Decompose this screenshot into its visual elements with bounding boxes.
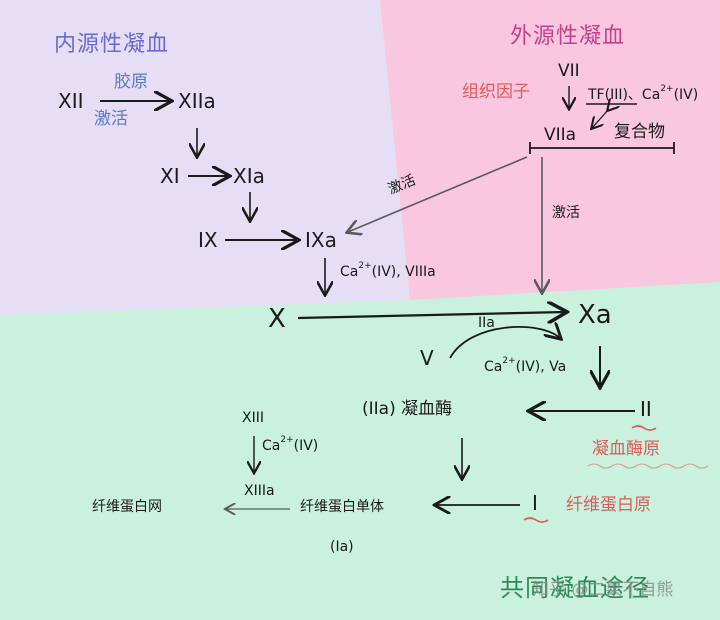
tf-calcium-label: TF(III)、Ca2+(IV) (588, 85, 699, 103)
factor-xi: XI (160, 164, 180, 188)
factor-xiia: XIIa (178, 89, 216, 113)
factor-xiiia: XIIIa (244, 483, 275, 499)
prothrombin-underline (587, 463, 709, 469)
ii-underline (631, 425, 657, 431)
activate-label-intrinsic: 激活 (94, 109, 128, 129)
cofactor-v-to-va: Ca2+(IV), Va (484, 357, 567, 375)
arrow-v-va-arc (449, 327, 560, 359)
calcium-superscript-v: 2+ (502, 356, 516, 366)
cofactor-ixa-to-x: Ca2+(IV), VIIIa (340, 262, 436, 280)
calcium-label: Ca (340, 264, 359, 280)
arrow-tf-complex (592, 110, 608, 128)
cofactor-tail-xiii: (IV) (293, 438, 319, 454)
extrinsic-pathway-region (380, 0, 720, 300)
extrinsic-pathway-title: 外源性凝血 (510, 24, 626, 49)
cofactor-tail-v: (IV), Va (515, 359, 567, 375)
factor-vii: VII (558, 61, 580, 81)
complex-label: 复合物 (614, 122, 665, 142)
activate-label-to-xa: 激活 (552, 205, 580, 221)
collagen-label: 胶原 (114, 72, 148, 92)
calcium-label-xiii: Ca (262, 438, 281, 454)
ia-label: (Ia) (330, 539, 354, 555)
factor-ixa: IXa (305, 228, 337, 252)
tf-calcium-superscript: 2+ (660, 84, 674, 94)
factor-viia: VIIa (544, 125, 577, 145)
calcium-superscript: 2+ (358, 261, 372, 271)
prothrombin-label: 凝血酶原 (592, 439, 660, 459)
calcium-label-v: Ca (484, 359, 503, 375)
thrombin-label: (IIa) 凝血酶 (362, 399, 453, 419)
factor-ii: II (640, 397, 652, 421)
fibrin-monomer-label: 纤维蛋白单体 (300, 499, 384, 515)
cofactor-xiii: Ca2+(IV) (262, 436, 319, 454)
tissue-factor-label: 组织因子 (462, 82, 530, 102)
factor-ix: IX (198, 228, 218, 252)
intrinsic-pathway-title: 内源性凝血 (54, 32, 170, 57)
iia-arc-label: IIa (478, 315, 495, 331)
common-pathway-title: 共同凝血途径 (500, 574, 650, 602)
factor-xii: XII (58, 89, 84, 113)
factor-v: V (420, 346, 434, 370)
tf-label: TF(III) (588, 87, 628, 103)
complex-bracket (529, 142, 675, 154)
cofactor-tail: (IV), VIIIa (371, 264, 436, 280)
calcium-superscript-xiii: 2+ (280, 435, 294, 445)
watermark: 知乎 @二果不自熊 (532, 580, 674, 600)
tf-calcium-tail: (IV) (673, 87, 699, 103)
factor-xiii: XIII (242, 410, 264, 426)
factor-x: X (268, 304, 286, 334)
factor-i: I (532, 491, 538, 515)
factor-xia: XIa (233, 164, 265, 188)
tf-calcium: 、Ca (627, 87, 661, 103)
intrinsic-pathway-region (0, 0, 410, 315)
fibrin-net-label: 纤维蛋白网 (92, 499, 162, 515)
fibrinogen-label: 纤维蛋白原 (566, 495, 651, 515)
arrow-x-xa (297, 312, 565, 318)
factor-xa: Xa (578, 300, 612, 330)
arrow-complex-ixa (348, 156, 528, 232)
i-underline (523, 517, 549, 523)
